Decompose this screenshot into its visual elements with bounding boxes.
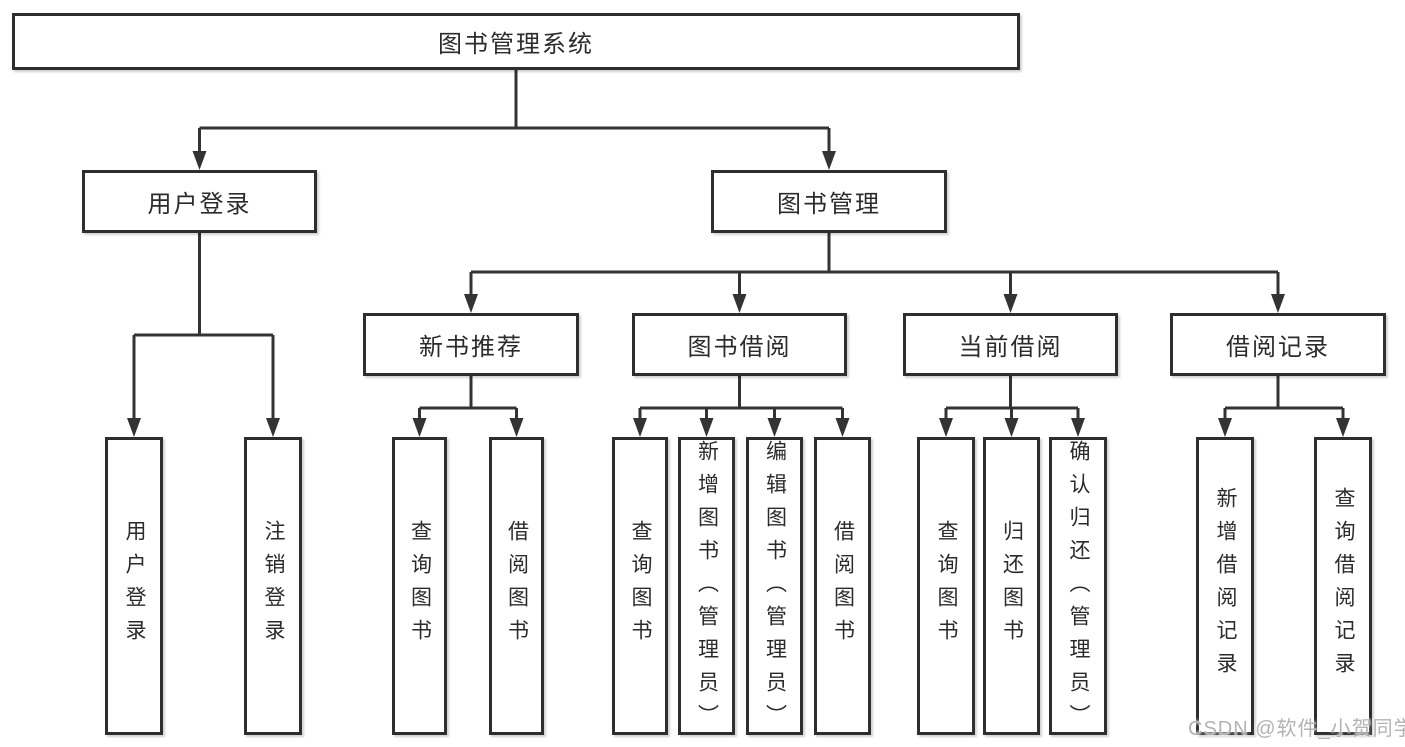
node-library-management-system: 图书管理系统 — [12, 13, 1020, 70]
leaf-borrow-book: 借阅图书 — [814, 437, 871, 735]
node-current-borrow: 当前借阅 — [903, 313, 1118, 376]
leaf-user-login: 用户登录 — [105, 437, 163, 735]
leaf-return-book: 归还图书 — [983, 437, 1040, 735]
leaf-borrow-book-recommend: 借阅图书 — [489, 437, 544, 735]
leaf-query-book-borrow: 查询图书 — [612, 437, 668, 735]
node-book-management: 图书管理 — [711, 170, 947, 233]
csdn-watermark: CSDN @软件_小贺同学 — [1188, 718, 1405, 740]
leaf-query-book-current: 查询图书 — [917, 437, 975, 735]
node-new-book-recommend: 新书推荐 — [363, 313, 579, 376]
leaf-logout: 注销登录 — [244, 437, 302, 735]
leaf-confirm-return-admin: 确认归还（管理员） — [1049, 437, 1107, 737]
leaf-add-borrow-record: 新增借阅记录 — [1196, 437, 1254, 735]
leaf-add-book-admin: 新增图书（管理员） — [678, 437, 735, 737]
node-borrow-record: 借阅记录 — [1170, 313, 1386, 376]
leaf-query-borrow-record: 查询借阅记录 — [1314, 437, 1372, 735]
leaf-edit-book-admin: 编辑图书（管理员） — [746, 437, 803, 737]
node-book-borrow: 图书借阅 — [632, 313, 847, 376]
leaf-query-book-recommend: 查询图书 — [392, 437, 447, 735]
node-user-login: 用户登录 — [82, 170, 317, 233]
